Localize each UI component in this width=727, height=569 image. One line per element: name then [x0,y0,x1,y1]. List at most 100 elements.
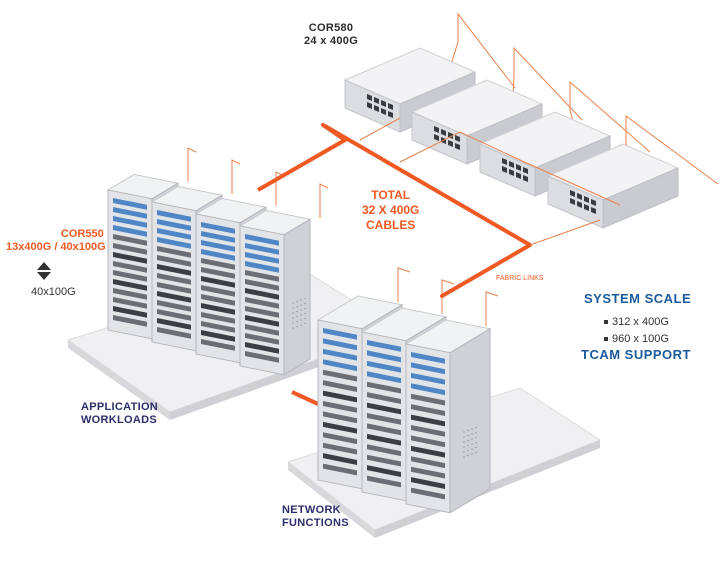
rack-slot [367,360,401,373]
rack-slot [367,371,401,384]
rack-slot [411,456,445,469]
rack-vent [296,310,298,313]
rack-slot [367,340,401,352]
rack-vent [467,454,469,457]
rack-vent [304,307,306,310]
switch-port [523,167,528,174]
rack-slot [411,425,445,437]
rack-slot [245,297,279,309]
rack-uplink [319,183,329,218]
rack-uplink [441,279,455,314]
switch-port [388,111,393,118]
switch-port [570,198,575,205]
switch-port [591,199,596,206]
rack-slot [157,219,191,231]
rack-slot [367,402,401,415]
rack-vent [300,299,302,301]
rack-slot [323,369,357,382]
switch-port [577,201,582,208]
rack-slot [157,327,191,339]
rack-slot [411,435,445,448]
rack-slot [245,234,279,246]
rack-vent [471,448,473,450]
total-line-3: CABLES [366,218,416,232]
rack-vent [475,446,477,449]
switch-port [374,97,379,104]
rack-slot [245,243,279,255]
rack-slot [245,333,279,345]
scale-item: 312 x 400G [604,313,669,330]
switch-port [577,193,582,200]
rack-vent [475,431,477,434]
rack-slot [157,210,191,222]
rack-vent [475,451,477,454]
rack-uplink [485,291,499,326]
rack-uplink [397,267,411,302]
fabric-cables [187,117,621,406]
rack-vent [296,305,298,308]
cor580-name: COR580 [308,22,354,34]
rack-vent [296,320,298,323]
switch-port [374,105,379,112]
switch-port [584,196,589,203]
rack-vent [300,304,302,306]
rack-slot [245,342,279,354]
rack-slot [367,350,401,363]
rack-slot [245,279,279,291]
rack-side [449,327,491,514]
rack-vent [300,324,302,326]
switch-port [455,143,460,150]
rack-vent [467,444,469,447]
rack-vent [475,436,477,439]
switch-port [434,126,439,133]
total-cables-label: TOTAL 32 X 400G CABLES [362,188,419,233]
server-rack [238,209,312,376]
rack-slot [157,282,191,294]
rack-slot [201,285,235,297]
rack-slot [411,383,445,396]
rack-slot [245,306,279,318]
rack-vent [300,314,302,316]
rack-slot [323,463,357,476]
rack-vent [463,456,465,458]
rack-slot [201,249,235,261]
rack-slot [323,432,357,445]
rack-slot [113,207,147,219]
rack-vent [463,446,465,448]
switch-port [381,108,386,115]
rack-slot [113,252,147,264]
rack-slot [245,252,279,264]
cor550-spec: 13x400G / 40x100G [6,240,106,253]
rack-slot [201,240,235,252]
rack-vent [292,317,294,319]
switch-unit [546,143,680,229]
rack-slot [323,380,357,392]
rack-vent [292,322,294,324]
rack-uplink [231,159,241,194]
rack-slot [411,466,445,479]
rack-slot [201,330,235,342]
system-scale-title: SYSTEM SCALE [584,291,692,306]
rack-slot [323,390,357,403]
system-scale-list: 312 x 400G 960 x 100G [604,313,669,347]
rack-slot [367,444,401,457]
rack-slot [201,258,235,270]
rack-slot [157,264,191,276]
breakout-label: 40x100G [31,286,76,298]
rack-slot [367,413,401,425]
fabric-mesh [359,117,401,141]
rack-slot [323,401,357,413]
rack-side [283,218,311,376]
rack-slot [113,198,147,210]
fabric-mesh [399,131,621,206]
rack-slot [113,261,147,273]
rack-slot [323,411,357,424]
switch-port [388,103,393,110]
switch-port [448,140,453,147]
switch-side [602,167,679,229]
cor580-switches [343,47,680,229]
rack-slot [157,291,191,303]
arrow-down [37,272,51,280]
